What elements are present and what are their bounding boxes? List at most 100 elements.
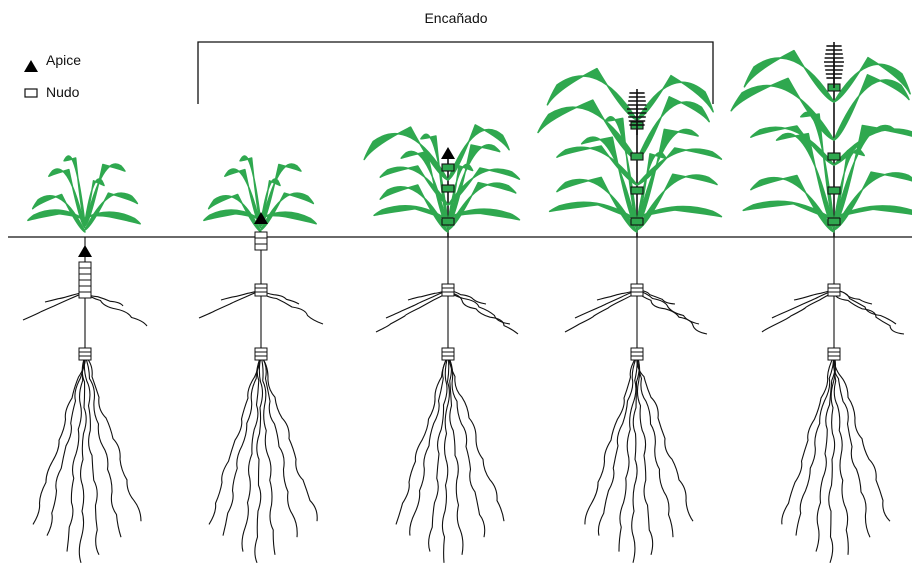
legend-apex-label: Apice bbox=[46, 52, 81, 68]
node bbox=[79, 268, 91, 274]
root-node bbox=[255, 284, 267, 288]
root-system bbox=[199, 237, 323, 563]
crown-root bbox=[386, 290, 448, 318]
seminal-root bbox=[442, 356, 449, 563]
root-node bbox=[442, 352, 454, 356]
root-node bbox=[255, 352, 267, 356]
root-node bbox=[255, 288, 267, 292]
crown-root bbox=[261, 290, 323, 324]
stem-nodes bbox=[79, 262, 91, 298]
seminal-root bbox=[47, 356, 85, 536]
apex-marker bbox=[78, 245, 92, 257]
plant-4 bbox=[538, 69, 721, 563]
root-node bbox=[828, 348, 840, 352]
leaf-cluster bbox=[28, 156, 140, 232]
root-node bbox=[828, 356, 840, 360]
plant-5 bbox=[731, 42, 912, 563]
seminal-root bbox=[448, 356, 485, 537]
root-node bbox=[828, 288, 840, 292]
crown-root bbox=[199, 290, 261, 318]
root-node bbox=[631, 292, 643, 296]
crown-root bbox=[23, 292, 85, 320]
root-node bbox=[828, 352, 840, 356]
root-node bbox=[79, 348, 91, 352]
crown-root bbox=[772, 290, 834, 318]
root-node bbox=[255, 292, 267, 296]
root-node bbox=[442, 284, 454, 288]
node bbox=[442, 185, 454, 192]
legend-node-icon bbox=[25, 89, 37, 97]
apex-marker bbox=[441, 147, 455, 159]
seminal-root bbox=[242, 356, 261, 552]
node bbox=[442, 164, 454, 171]
seminal-root bbox=[261, 356, 317, 521]
crown-root bbox=[376, 292, 448, 332]
crown-root bbox=[448, 292, 518, 334]
root-node bbox=[255, 348, 267, 352]
node bbox=[631, 218, 643, 225]
tassel bbox=[824, 42, 844, 88]
legend-apex-icon bbox=[24, 60, 38, 72]
crown-root bbox=[637, 292, 707, 334]
node bbox=[255, 238, 267, 244]
root-node bbox=[631, 288, 643, 292]
crown-root bbox=[565, 292, 637, 332]
bracket-line bbox=[198, 42, 713, 104]
root-node bbox=[442, 348, 454, 352]
root-system bbox=[565, 237, 707, 563]
seminal-root bbox=[85, 356, 121, 537]
seminal-root bbox=[84, 356, 99, 555]
plant-2 bbox=[199, 156, 323, 563]
seminal-root bbox=[782, 356, 834, 524]
seminal-root bbox=[833, 356, 870, 537]
leaf bbox=[744, 51, 834, 102]
node bbox=[828, 153, 840, 160]
seminal-root bbox=[223, 356, 261, 536]
root-node bbox=[828, 292, 840, 296]
root-system bbox=[762, 237, 904, 563]
seminal-root bbox=[598, 356, 637, 536]
seminal-root bbox=[209, 356, 261, 524]
node bbox=[79, 274, 91, 280]
plant-1 bbox=[23, 156, 147, 563]
crown-root bbox=[575, 290, 637, 318]
root-node bbox=[631, 348, 643, 352]
root-node bbox=[442, 292, 454, 296]
node bbox=[631, 187, 643, 194]
node bbox=[631, 153, 643, 160]
seminal-root bbox=[796, 356, 834, 536]
root-node bbox=[255, 356, 267, 360]
seminal-root bbox=[85, 356, 141, 521]
seminal-root bbox=[396, 356, 448, 524]
node bbox=[79, 286, 91, 292]
root-node bbox=[828, 284, 840, 288]
legend-node-label: Nudo bbox=[46, 84, 79, 100]
leaf-cluster bbox=[364, 125, 519, 232]
root-node bbox=[79, 356, 91, 360]
bracket-label: Encañado bbox=[0, 10, 912, 26]
node bbox=[255, 232, 267, 238]
node bbox=[255, 244, 267, 250]
root-system bbox=[376, 237, 518, 563]
node bbox=[442, 218, 454, 225]
crown-root bbox=[637, 290, 699, 324]
leaf-cluster bbox=[731, 51, 912, 232]
leaf bbox=[834, 172, 912, 230]
node bbox=[79, 262, 91, 268]
node bbox=[79, 292, 91, 298]
root-node bbox=[631, 352, 643, 356]
root-node bbox=[442, 356, 454, 360]
root-node bbox=[631, 356, 643, 360]
node bbox=[828, 187, 840, 194]
seminal-root bbox=[33, 356, 85, 524]
plant-3 bbox=[364, 125, 519, 563]
crown-root bbox=[762, 292, 834, 332]
seminal-root bbox=[585, 356, 637, 524]
node bbox=[828, 218, 840, 225]
node bbox=[79, 280, 91, 286]
seminal-root bbox=[261, 356, 275, 555]
root-node bbox=[79, 352, 91, 356]
root-node bbox=[442, 288, 454, 292]
